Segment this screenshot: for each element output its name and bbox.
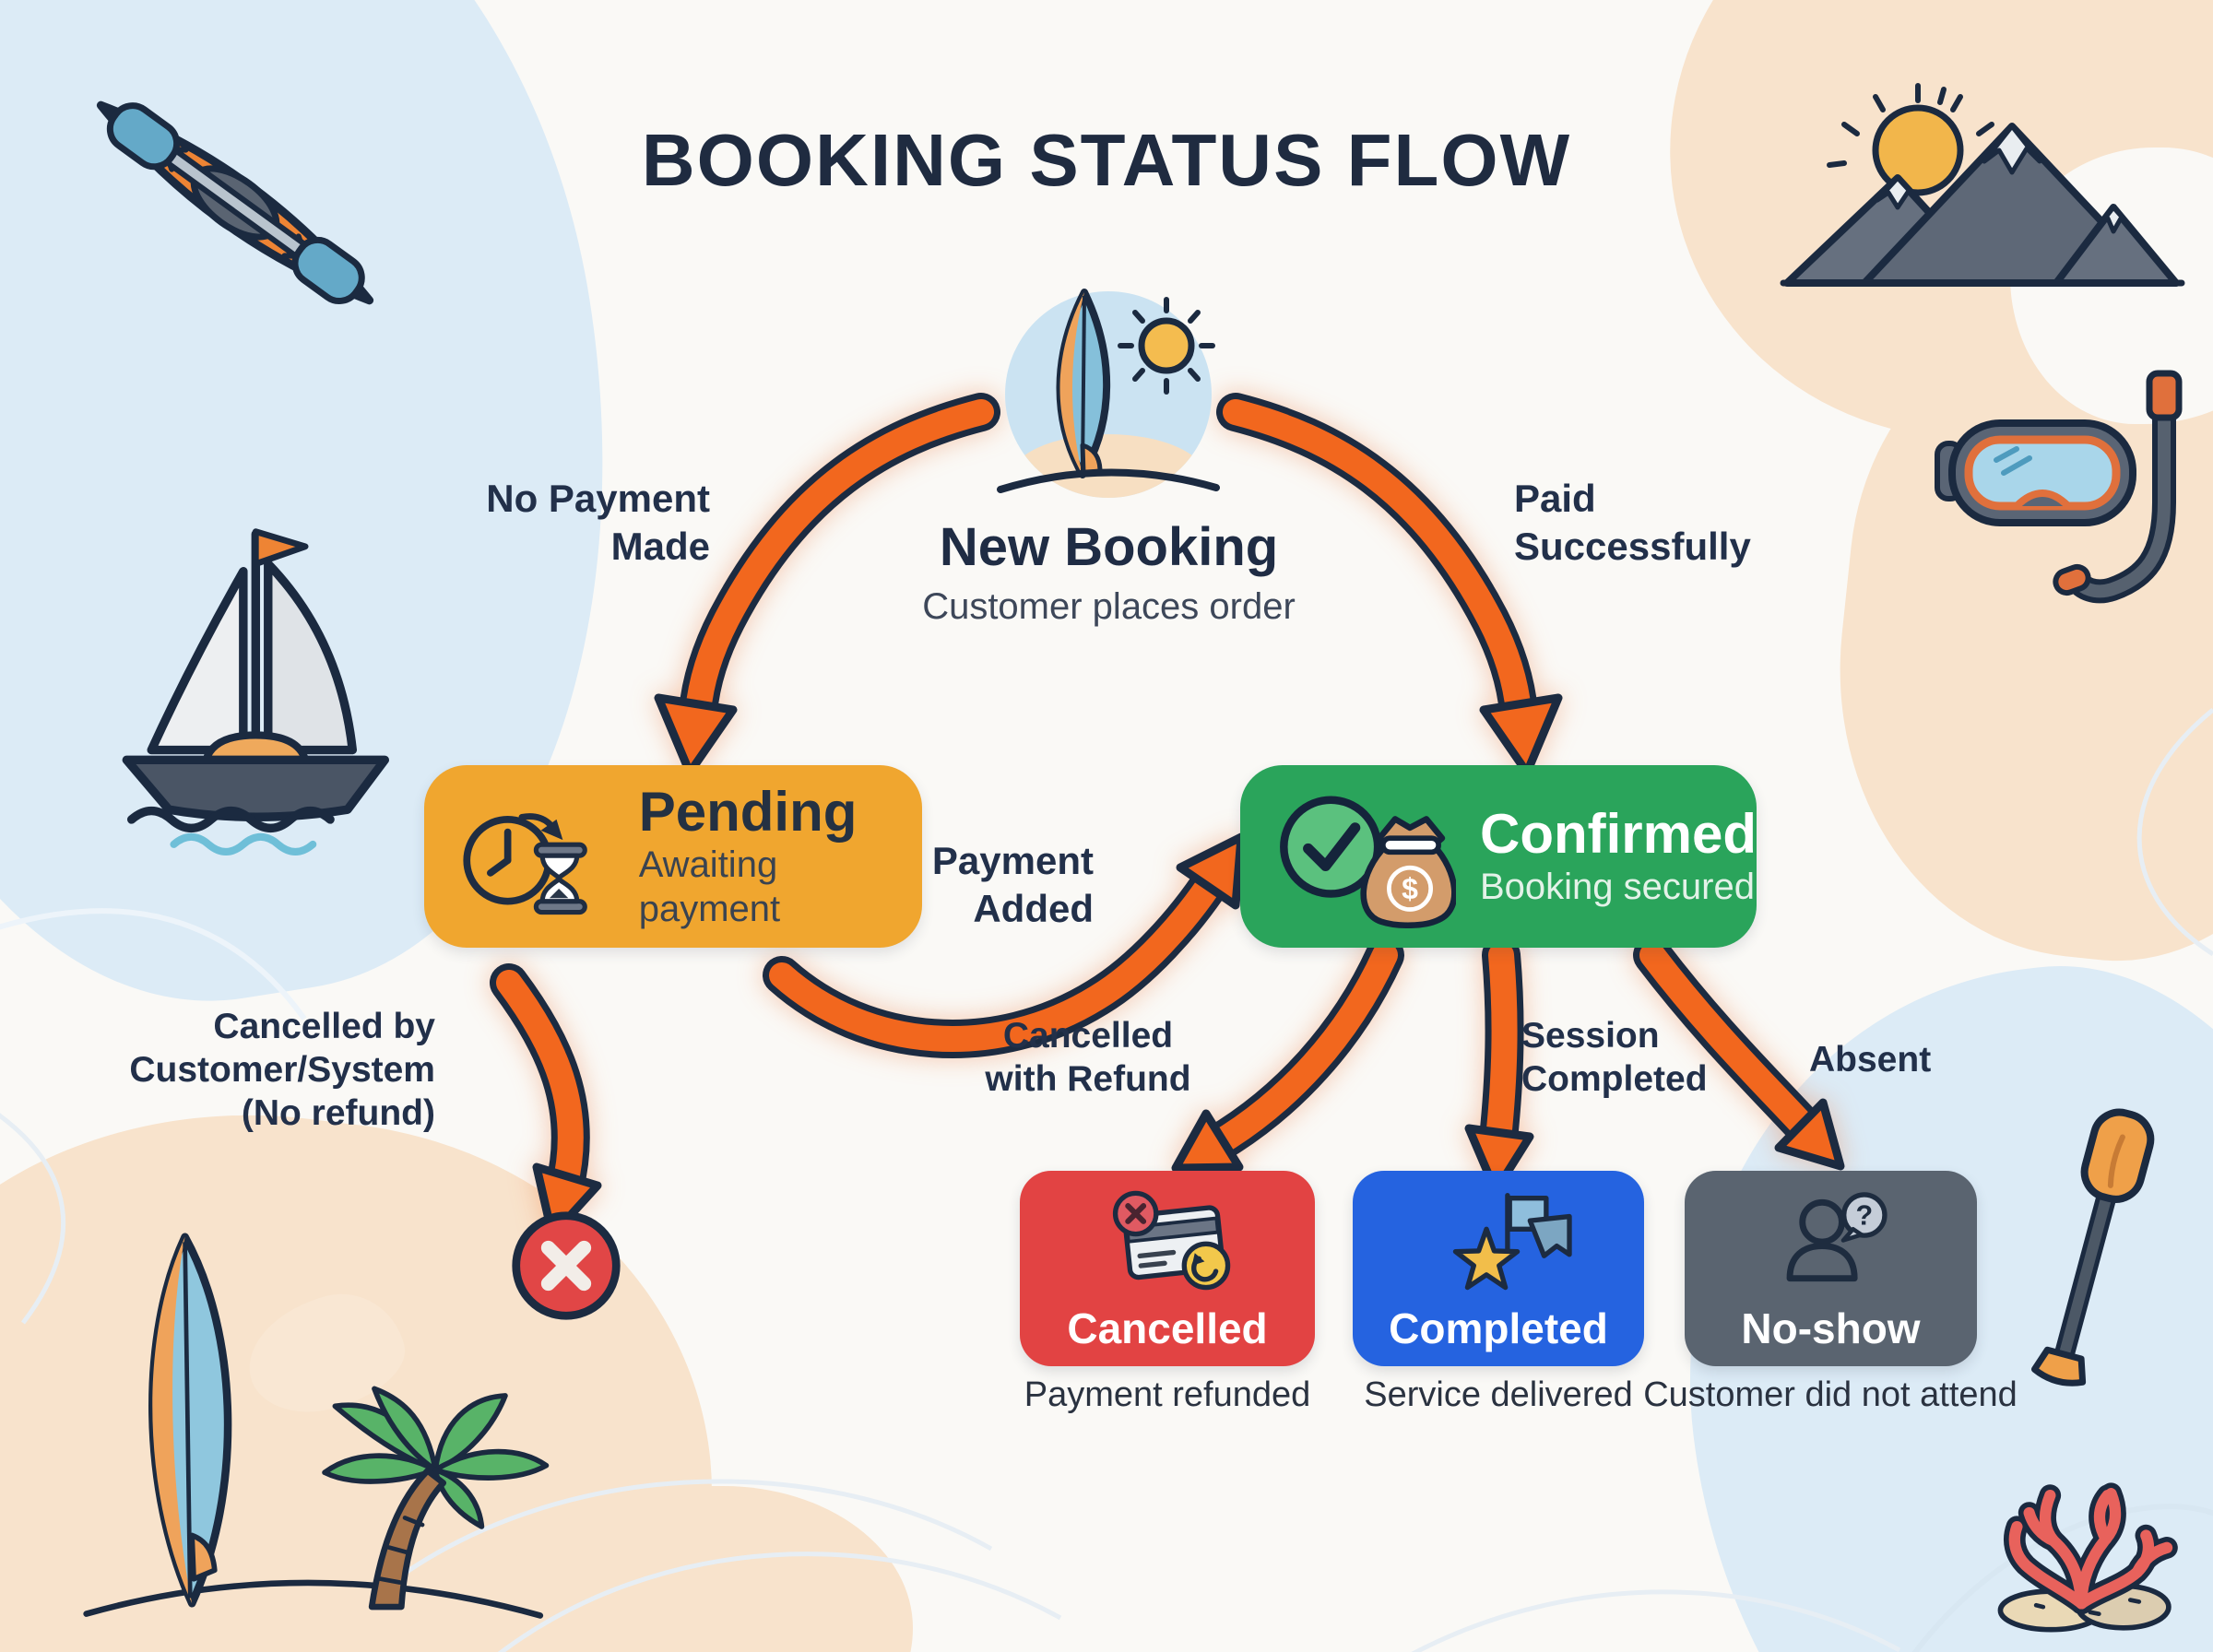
no-show-node: ? No-show bbox=[1685, 1171, 1977, 1366]
new-booking-label: New Booking bbox=[939, 517, 1279, 577]
surfboard-palm-illustration bbox=[83, 1233, 550, 1619]
cancelled-label: Cancelled bbox=[1067, 1304, 1268, 1352]
completed-label: Completed bbox=[1389, 1304, 1608, 1352]
session-completed-line2: Completed bbox=[1521, 1059, 1708, 1099]
arrow-cancel-refund bbox=[1171, 936, 1404, 1173]
paid-line1: Paid bbox=[1514, 477, 1596, 520]
confirmed-sublabel: Booking secured bbox=[1480, 867, 1755, 907]
completed-node: Completed bbox=[1353, 1171, 1644, 1366]
arrow-absent bbox=[1633, 936, 1845, 1171]
snorkel-mask-illustration bbox=[1935, 370, 2183, 604]
pending-label: Pending bbox=[638, 781, 858, 843]
clock-hourglass-icon bbox=[463, 813, 587, 915]
no-payment-line2: Made bbox=[610, 525, 710, 568]
person-question-icon: ? bbox=[1786, 1192, 1888, 1282]
surfboard-sun-icon bbox=[997, 289, 1220, 498]
star-flags-icon bbox=[1452, 1193, 1572, 1291]
arrow-no-payment bbox=[654, 393, 1000, 777]
cancel-no-refund-line2: Customer/System bbox=[129, 1050, 435, 1090]
cancel-no-refund-line3: (No refund) bbox=[241, 1093, 435, 1133]
absent-label: Absent bbox=[1809, 1040, 1932, 1080]
confirmed-label: Confirmed bbox=[1480, 803, 1757, 865]
arrow-paid bbox=[1216, 393, 1563, 777]
dollar-glyph: $ bbox=[1402, 872, 1418, 905]
no-show-caption: Customer did not attend bbox=[1643, 1375, 2018, 1414]
sailboat-illustration bbox=[122, 528, 390, 856]
pending-sublabel: Awaiting payment bbox=[638, 844, 781, 929]
cancel-no-refund-line1: Cancelled by bbox=[213, 1007, 435, 1046]
mountains-sun-illustration bbox=[1780, 83, 2185, 287]
card-refund-icon bbox=[1112, 1190, 1231, 1291]
no-payment-line1: No Payment bbox=[486, 477, 710, 520]
cancel-no-refund-label: Cancelled by Customer/System (No refund) bbox=[129, 1005, 435, 1135]
completed-caption: Service delivered bbox=[1364, 1375, 1633, 1414]
coral-illustration bbox=[1997, 1482, 2178, 1633]
kayak-illustration bbox=[96, 100, 374, 305]
paid-label: Paid Successfully bbox=[1514, 475, 1751, 571]
question-glyph: ? bbox=[1855, 1200, 1873, 1232]
pending-node: Pending Awaiting payment bbox=[424, 765, 922, 948]
x-circle-icon bbox=[512, 1211, 621, 1320]
cancel-refund-line2: with Refund bbox=[985, 1059, 1191, 1099]
no-show-label: No-show bbox=[1741, 1304, 1921, 1352]
check-moneybag-icon: $ bbox=[1280, 796, 1456, 929]
payment-added-label: Payment Added bbox=[932, 837, 1094, 933]
paid-line2: Successfully bbox=[1514, 525, 1751, 568]
cancel-refund-line1: Cancelled bbox=[1002, 1016, 1174, 1056]
arrow-payment-added bbox=[763, 832, 1246, 1058]
cancelled-node: Cancelled bbox=[1020, 1171, 1315, 1366]
session-completed-label: Session Completed bbox=[1521, 1014, 1708, 1101]
session-completed-line1: Session bbox=[1521, 1016, 1660, 1056]
no-payment-label: No Payment Made bbox=[486, 475, 710, 571]
paddle-illustration bbox=[2030, 1108, 2155, 1386]
cancel-refund-label: Cancelled with Refund bbox=[941, 1014, 1236, 1101]
arrow-session-completed bbox=[1464, 936, 1534, 1196]
confirmed-node: $ Confirmed Booking secured bbox=[1240, 765, 1757, 948]
payment-added-line2: Added bbox=[973, 887, 1094, 930]
cancelled-caption: Payment refunded bbox=[1024, 1375, 1311, 1414]
payment-added-line1: Payment bbox=[931, 839, 1094, 882]
new-booking-sublabel: Customer places order bbox=[922, 586, 1296, 627]
arrow-cancel-no-refund bbox=[490, 963, 602, 1240]
page-title: BOOKING STATUS FLOW bbox=[641, 119, 1572, 201]
